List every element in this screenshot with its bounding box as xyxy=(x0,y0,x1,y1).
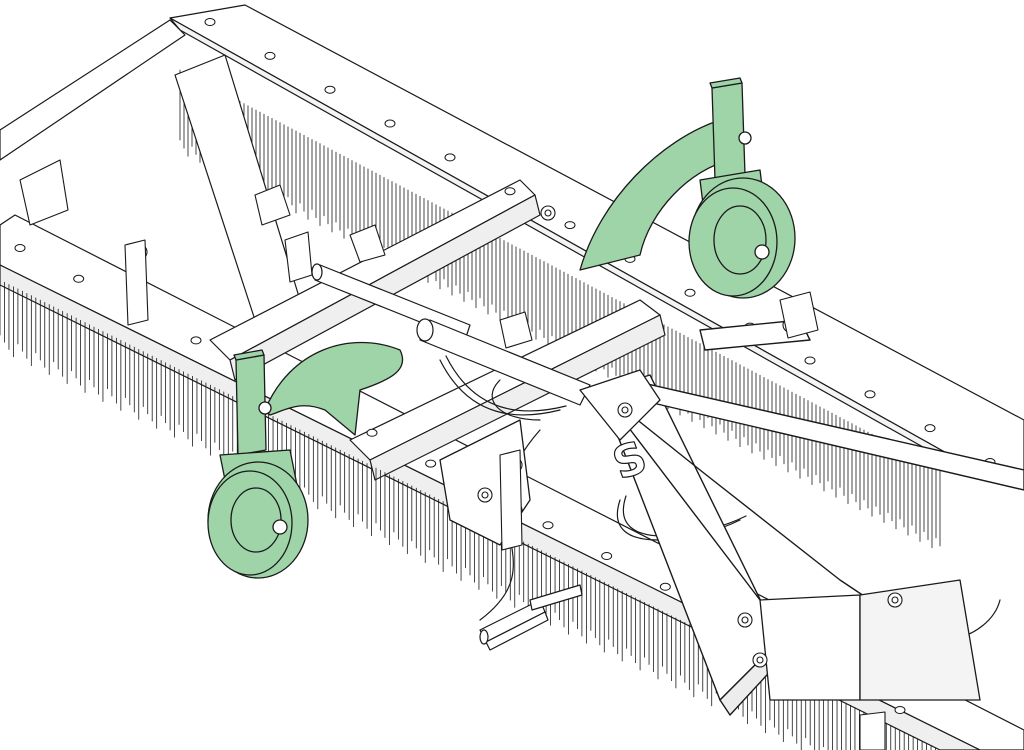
middle-cross-beam xyxy=(349,299,666,481)
bolt-hole xyxy=(425,459,437,468)
bolt-hole xyxy=(264,51,276,60)
bolt-hole xyxy=(444,153,456,162)
bolt-hole xyxy=(924,424,936,433)
bolt-hole xyxy=(366,428,378,437)
drive-shaft xyxy=(311,263,591,406)
bolt-hole xyxy=(204,18,216,26)
bolt-hole xyxy=(384,119,396,128)
bolt-hole xyxy=(601,552,613,560)
hex-bolt-center xyxy=(756,656,764,664)
hose-couplers xyxy=(479,584,583,651)
frame-brackets xyxy=(19,159,886,750)
hex-bolt-center xyxy=(544,209,552,217)
depth-wheel-assembly-left xyxy=(207,342,404,579)
hex-bolt-center xyxy=(891,596,899,604)
bolt-hole xyxy=(73,274,85,283)
bolt-hole xyxy=(659,582,671,591)
bolt-hole xyxy=(14,244,26,252)
bolt-hole xyxy=(504,187,516,196)
bolt-hole xyxy=(190,336,202,345)
bolt-hole xyxy=(684,288,696,297)
bolt-hole xyxy=(564,221,576,230)
left-frame-rail xyxy=(0,19,186,161)
bolt-hole xyxy=(804,356,816,365)
bolt-hole xyxy=(864,390,876,399)
center-cross-beam xyxy=(209,179,541,381)
hex-bolt-center xyxy=(741,616,749,624)
hex-bolt-center xyxy=(621,406,629,414)
bolt-hole xyxy=(324,85,336,94)
hex-bolt-center xyxy=(481,491,489,499)
bolt-hole xyxy=(894,706,906,714)
bolt-hole xyxy=(542,521,554,530)
depth-wheel-assembly-right xyxy=(579,77,796,299)
